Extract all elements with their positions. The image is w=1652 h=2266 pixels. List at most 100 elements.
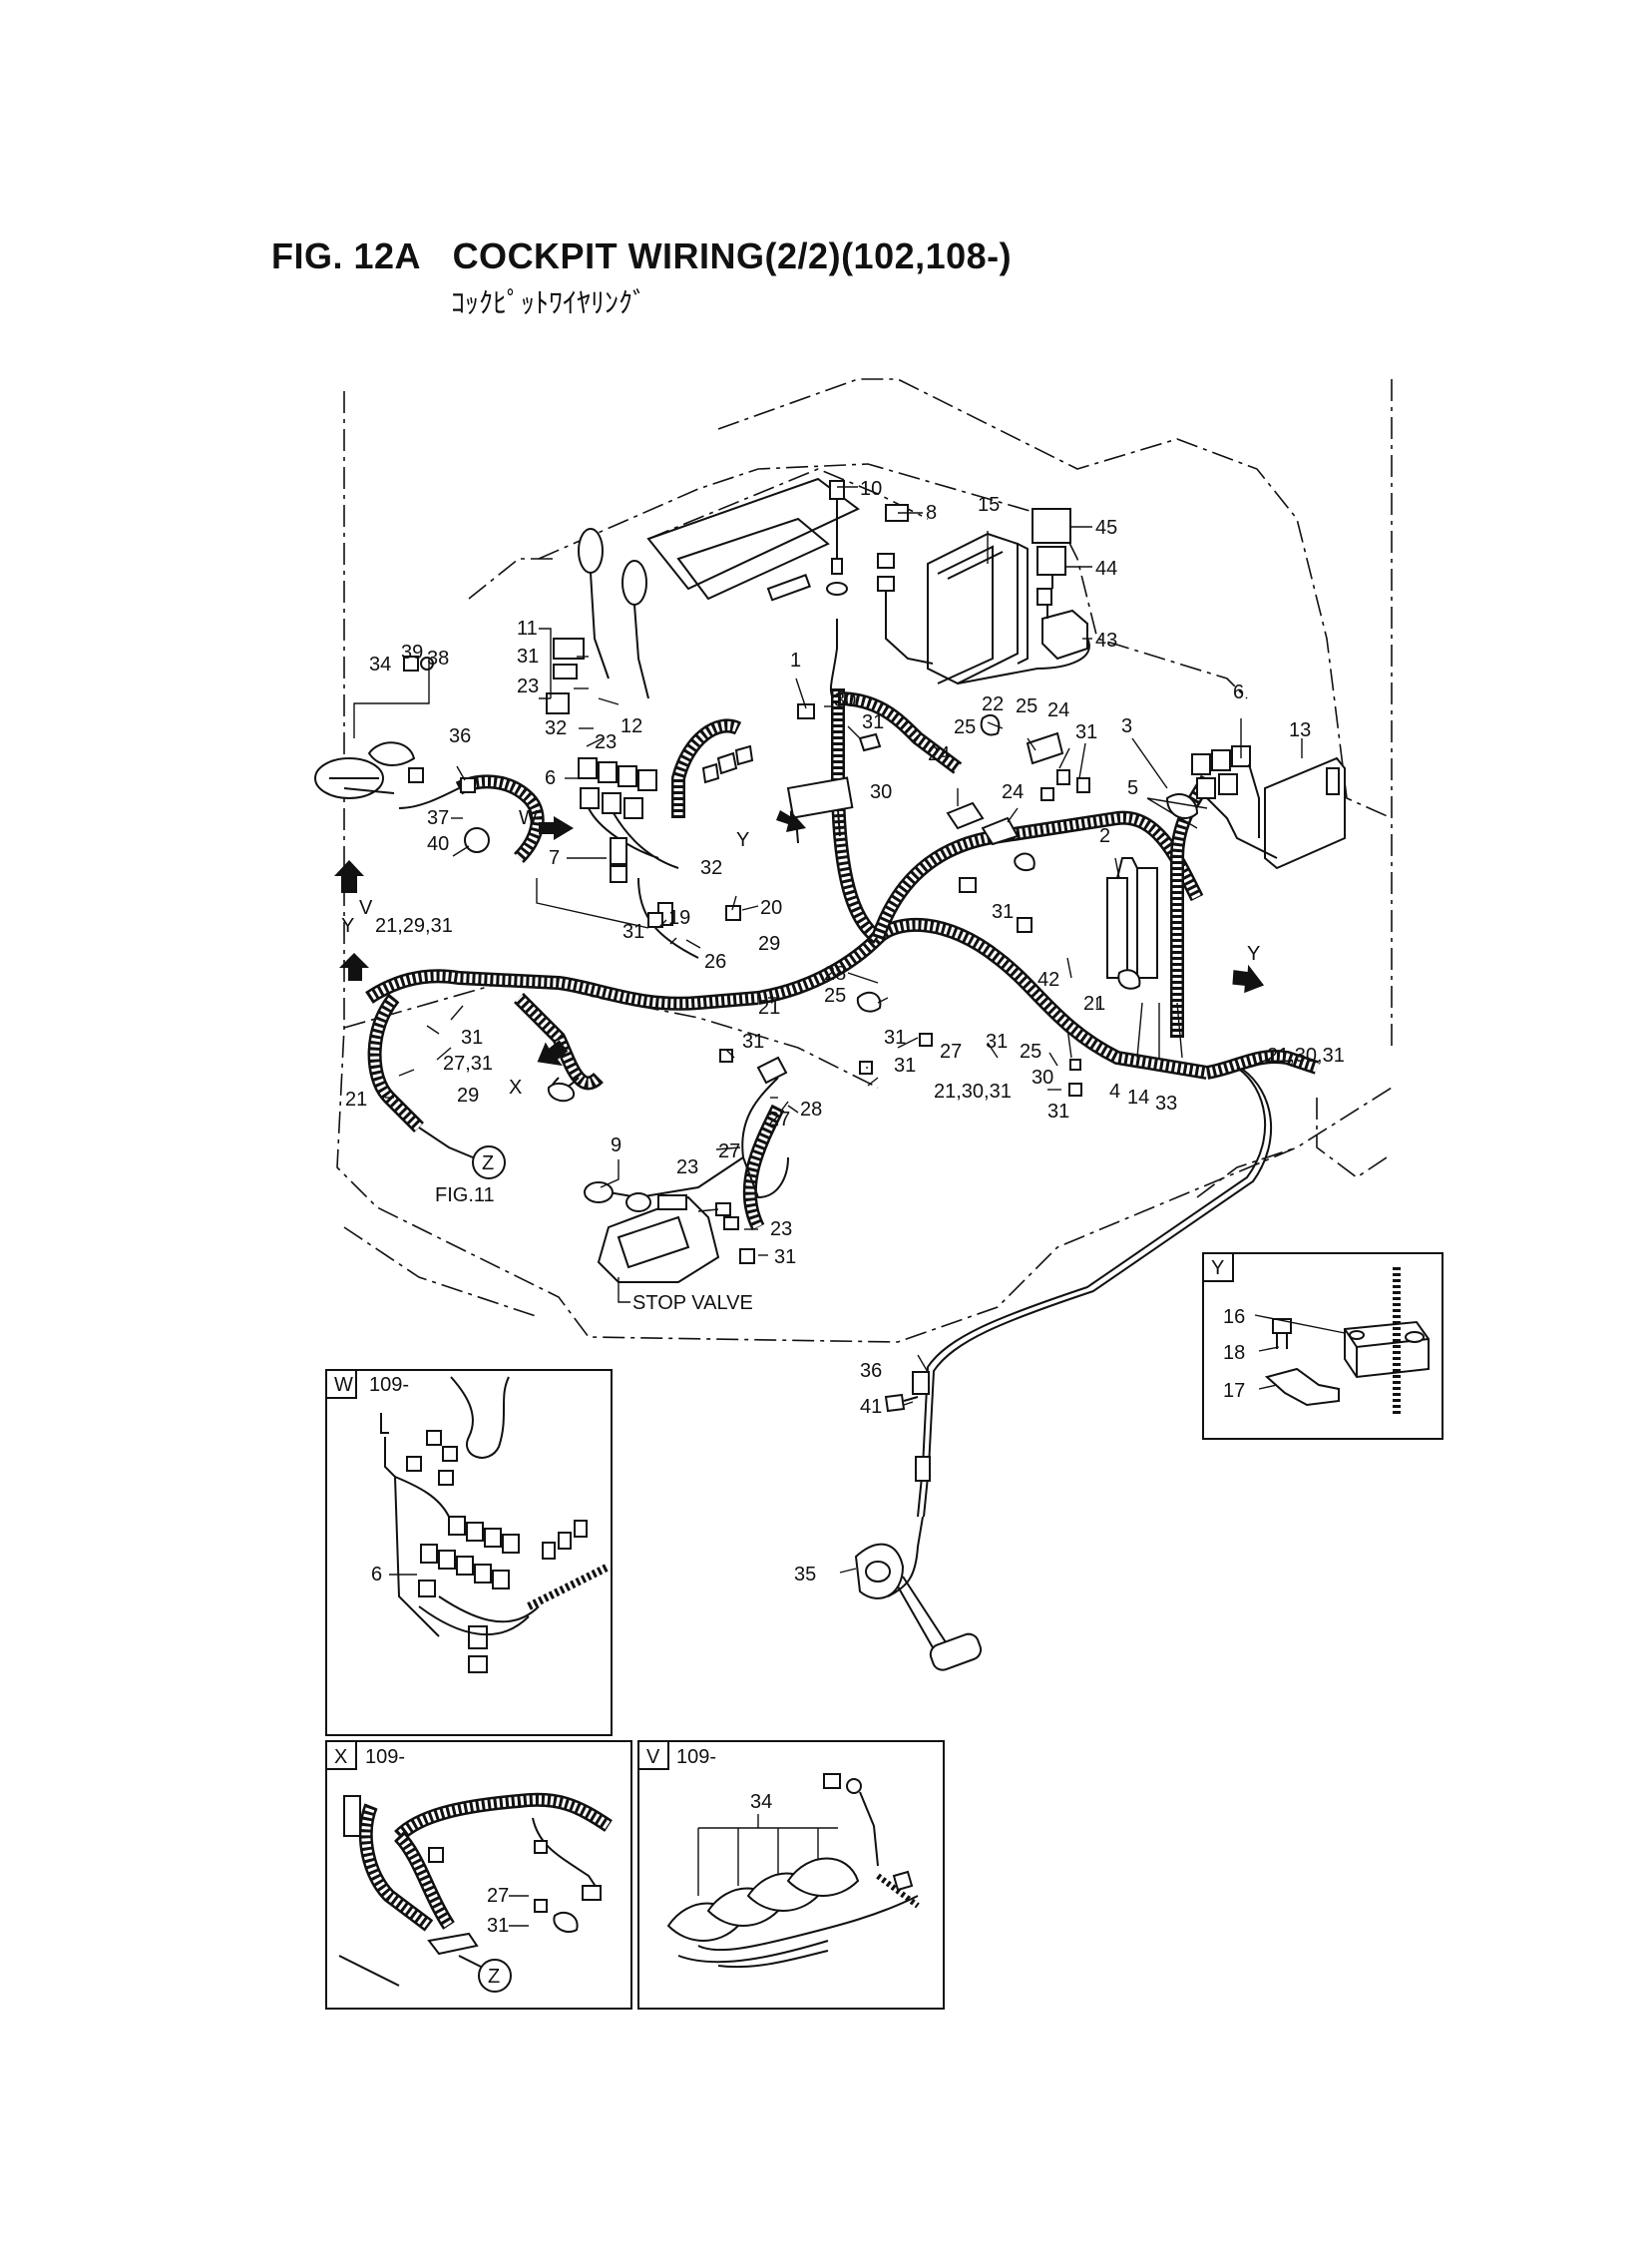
- label-31-f: 31: [461, 1027, 483, 1049]
- inset-y-label-17: 17: [1223, 1380, 1245, 1402]
- top-small-parts: [826, 480, 934, 699]
- label-W: W: [519, 807, 538, 829]
- label-30-b: 30: [870, 781, 892, 803]
- label-27-c: 27: [718, 1140, 740, 1162]
- label-21-a: 21: [758, 997, 780, 1019]
- label-Z: Z: [482, 1152, 494, 1174]
- z-reference: [418, 1127, 506, 1179]
- label-24-a: 24: [1047, 699, 1069, 721]
- right-components: [1106, 745, 1346, 979]
- label-31-d: 31: [622, 921, 644, 943]
- inset-w: W 109- 6: [325, 1369, 613, 1736]
- label-Y-a: Y: [736, 829, 749, 851]
- label-7: 7: [549, 847, 560, 869]
- inset-v-label-34: 34: [750, 1791, 772, 1813]
- label-20: 20: [760, 897, 782, 919]
- label-36-b: 36: [860, 1360, 882, 1382]
- label-25-a: 25: [954, 716, 976, 738]
- label-35: 35: [794, 1564, 816, 1586]
- label-10: 10: [860, 478, 882, 500]
- seat-console: [646, 477, 860, 602]
- label-12: 12: [620, 715, 642, 737]
- label-13: 13: [1289, 719, 1311, 741]
- label-22: 22: [982, 693, 1004, 715]
- center-components: [547, 703, 1141, 1103]
- label-9: 9: [611, 1134, 621, 1156]
- label-6-b: 6: [1233, 681, 1244, 703]
- arrow-y-left-icon: [339, 953, 369, 981]
- label-33: 33: [1155, 1093, 1177, 1115]
- label-34: 34: [369, 654, 391, 676]
- arrow-x-icon: [537, 1040, 569, 1067]
- label-23-c: 23: [676, 1156, 698, 1178]
- label-38: 38: [427, 648, 449, 670]
- inset-y: Y 16 18 17: [1202, 1252, 1444, 1440]
- inset-x-serial: 109-: [365, 1746, 405, 1768]
- label-31-b: 31: [862, 711, 884, 733]
- label-40: 40: [427, 833, 449, 855]
- controller-unit-15: [927, 532, 1029, 685]
- label-2: 2: [1099, 825, 1110, 847]
- label-31-i: 31: [894, 1055, 916, 1077]
- label-fig11: FIG.11: [435, 1184, 495, 1206]
- label-8: 8: [926, 502, 937, 524]
- arrow-v-icon: [334, 860, 364, 893]
- sensor-lead-wire: [887, 1067, 1273, 1597]
- inset-v-serial: 109-: [676, 1746, 716, 1768]
- label-25-b: 25: [1016, 695, 1037, 717]
- label-36: 36: [449, 725, 471, 747]
- label-14: 14: [1127, 1087, 1149, 1109]
- label-28-b: 28: [800, 1099, 822, 1121]
- relays-top-right: [957, 508, 1090, 684]
- inset-x-label-27: 27: [487, 1885, 509, 1907]
- label-21-b: 21: [1083, 993, 1105, 1015]
- label-41: 41: [860, 1396, 882, 1418]
- left-fittings: [314, 638, 585, 853]
- label-21-29-31: 21,29,31: [375, 915, 453, 937]
- label-44: 44: [1095, 558, 1117, 580]
- label-28-a: 28: [824, 963, 846, 985]
- label-1: 1: [790, 650, 801, 672]
- label-X: X: [509, 1077, 522, 1099]
- sensor-35: [854, 1543, 983, 1671]
- label-31-h: 31: [884, 1027, 906, 1049]
- stop-valve: [584, 1181, 720, 1303]
- view-arrows: [334, 810, 1265, 1067]
- label-43: 43: [1095, 630, 1117, 652]
- label-19: 19: [668, 907, 690, 929]
- figure-title: FIG. 12A COCKPIT WIRING(2/2)(102,108-): [271, 235, 1012, 277]
- label-4: 4: [1109, 1081, 1120, 1103]
- inset-v: V 109- 34: [637, 1740, 945, 2010]
- label-30-c: 30: [1032, 1067, 1053, 1089]
- inset-w-serial: 109-: [369, 1374, 409, 1396]
- figure-number: FIG. 12A: [271, 235, 422, 276]
- label-23-a: 23: [517, 676, 539, 697]
- label-31-k: 31: [1047, 1101, 1069, 1123]
- label-3: 3: [1121, 715, 1132, 737]
- label-Y-c: Y: [1247, 943, 1260, 965]
- label-Y-b: Y: [341, 915, 354, 937]
- label-27-b: 27: [768, 1109, 790, 1131]
- label-31-j: 31: [986, 1031, 1008, 1053]
- inset-y-tag: Y: [1211, 1257, 1224, 1279]
- leader-lines: [353, 486, 1303, 1574]
- label-23-d: 23: [770, 1218, 792, 1240]
- label-31-g: 31: [742, 1031, 764, 1053]
- label-29-a: 29: [758, 933, 780, 955]
- label-32-a: 32: [545, 717, 567, 739]
- label-30-a: 30: [834, 689, 856, 711]
- label-39: 39: [401, 642, 423, 664]
- inset-v-tag: V: [646, 1746, 660, 1768]
- label-21-30-31-b: 21,30,31: [934, 1081, 1012, 1103]
- inset-y-label-18: 18: [1223, 1342, 1245, 1364]
- label-27-a: 27: [940, 1041, 962, 1063]
- label-stop-valve: STOP VALVE: [632, 1292, 753, 1314]
- connector-group-6: [578, 757, 699, 959]
- arrow-y-right-icon: [1232, 964, 1265, 994]
- inset-x-label-Z: Z: [488, 1966, 500, 1988]
- label-23-b: 23: [595, 731, 617, 753]
- label-31-l: 31: [774, 1246, 796, 1268]
- figure-subtitle-japanese: ｺｯｸﾋﾟｯﾄﾜｲﾔﾘﾝｸﾞ: [451, 286, 647, 319]
- label-31-e: 31: [992, 901, 1014, 923]
